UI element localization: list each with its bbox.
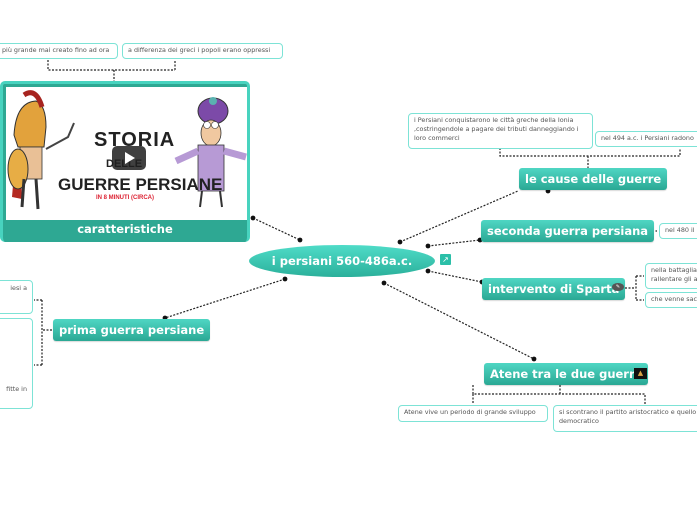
note-cause-2[interactable]: nel 494 a.c. i Persiani radono [595, 131, 697, 147]
topic-seconda-guerra[interactable]: seconda guerra persiana [481, 220, 655, 242]
topic-atene[interactable]: Atene tra le due guerre [484, 363, 649, 385]
topic-prima-guerra[interactable]: prima guerra persiane [53, 319, 211, 341]
topic-le-cause[interactable]: le cause delle guerre [519, 168, 668, 190]
video-title-line1: STORIA [94, 129, 176, 151]
external-link-icon[interactable]: ↗ [440, 254, 451, 265]
note-sparta-1[interactable]: nella battaglia rallentare gli a [645, 263, 697, 289]
central-topic[interactable]: i persiani 560-486a.c. [249, 245, 435, 277]
play-icon[interactable] [112, 146, 146, 170]
note-cause-1[interactable]: i Persiani conquistarono le città greche… [408, 113, 593, 149]
note-atene-1[interactable]: Atene vive un periodo di grande sviluppo [398, 405, 548, 422]
note-caratteristiche-1[interactable]: più grande mai creato fino ad ora [0, 43, 118, 59]
note-prima-2[interactable]: fitte in [0, 318, 33, 409]
note-atene-2[interactable]: si scontrano il partito aristocratico e … [553, 405, 697, 432]
topic-caratteristiche-label: caratteristiche [77, 222, 173, 236]
video-subtitle: IN 8 MINUTI (CIRCA) [96, 195, 154, 201]
topic-intervento-sparta[interactable]: intervento di Sparta [482, 278, 626, 300]
video-title-line3: GUERRE PERSIANE [58, 175, 223, 194]
note-sparta-2[interactable]: che venne sac [645, 292, 697, 308]
cartoon-characters [7, 90, 247, 210]
note-icon[interactable]: ✎ [612, 283, 624, 291]
note-prima-1[interactable]: iesi a [0, 280, 33, 314]
note-seconda-1[interactable]: nel 480 il r [659, 223, 697, 239]
video-topic-caratteristiche[interactable]: STORIA DELLE GUERRE PERSIANE IN 8 MINUTI… [0, 81, 250, 242]
video-thumbnail[interactable]: STORIA DELLE GUERRE PERSIANE IN 8 MINUTI… [6, 87, 247, 220]
image-icon[interactable]: ▲ [634, 368, 647, 379]
note-caratteristiche-2[interactable]: a differenza dei greci i popoli erano op… [122, 43, 283, 59]
